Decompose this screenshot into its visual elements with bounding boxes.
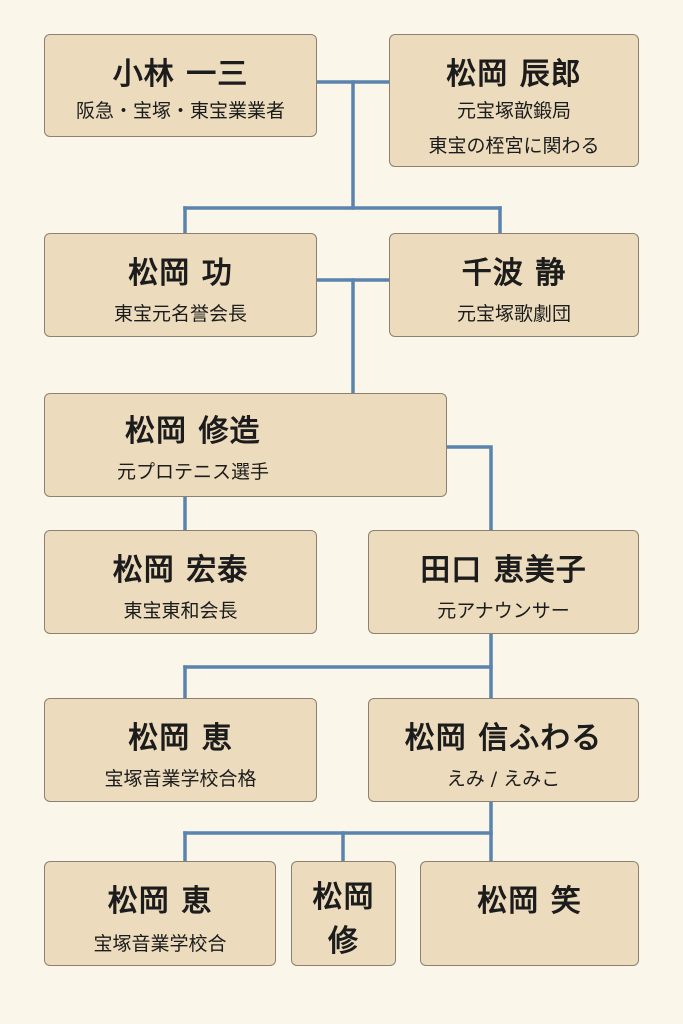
person-description: 阪急・宝塚・東宝業業者 [75, 100, 285, 122]
person-description: 元アナウンサー [437, 600, 570, 622]
person-name: 松岡 修 [312, 880, 375, 959]
person-node-matsuoka-hiroyasu: 松岡 宏泰 東宝東和会長 [44, 530, 317, 634]
person-node-kobayashi-ichizo: 小林 一三 阪急・宝塚・東宝業業者 [44, 34, 317, 137]
person-node-taguchi-emiko: 田口 恵美子 元アナウンサー [368, 530, 639, 634]
person-node-chinami-shizuka: 千波 静 元宝塚歌劇団 [389, 233, 639, 337]
person-name: 小林 一三 [112, 57, 249, 92]
person-name: 松岡 辰郎 [446, 57, 582, 92]
person-name: 田口 恵美子 [420, 553, 587, 588]
person-description: 宝塚音業学校合 [93, 933, 227, 955]
person-node-matsuoka-emi: 松岡 笑 [420, 861, 639, 966]
person-description: 宝塚音業学校合格 [104, 768, 257, 790]
person-node-matsuoka-shuzo: 松岡 修造 元プロテニス選手 [44, 393, 447, 497]
person-name: 松岡 功 [128, 256, 233, 291]
person-node-matsuoka-megumi-2: 松岡 恵 宝塚音業学校合 [44, 861, 276, 966]
person-description: 東宝の桎宮に関わる [428, 135, 600, 157]
person-description: 元宝塚歌劇団 [456, 303, 571, 325]
person-name: 松岡 宏泰 [112, 553, 249, 588]
person-name: 松岡 恵 [107, 884, 213, 919]
person-name: 松岡 修造 [125, 414, 261, 449]
person-node-matsuoka-shin: 松岡 信ふわる えみ / えみこ [368, 698, 639, 802]
person-node-matsuoka-osamu: 松岡 修 [291, 861, 396, 966]
person-description: 東宝元名誉会長 [113, 303, 247, 325]
connector-gen3-spouse [445, 445, 493, 532]
person-name: 千波 静 [461, 256, 567, 291]
person-name: 松岡 恵 [128, 721, 233, 756]
person-name: 松岡 信ふわる [404, 721, 603, 756]
person-node-matsuoka-megumi: 松岡 恵 宝塚音業学校合格 [44, 698, 317, 802]
person-description: 東宝東和会長 [123, 600, 238, 622]
person-description: 元宝塚歆鍛局 [456, 100, 571, 122]
person-name: 松岡 笑 [477, 884, 582, 919]
person-node-matsuoka-tatsuro: 松岡 辰郎 元宝塚歆鍛局 東宝の桎宮に関わる [389, 34, 639, 167]
person-description: 元プロテニス選手 [117, 461, 270, 483]
person-node-matsuoka-isao: 松岡 功 東宝元名誉会長 [44, 233, 317, 337]
person-description: えみ / えみこ [446, 768, 561, 790]
